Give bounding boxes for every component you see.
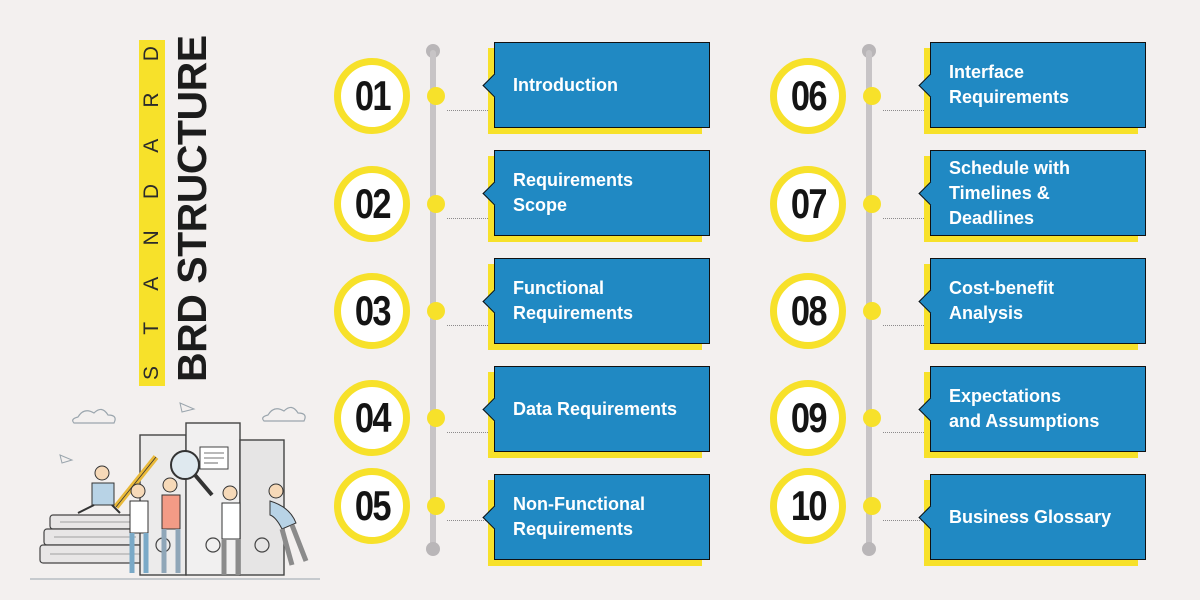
vertical-title: S T A N D A R D BRD STRUCTURE — [139, 35, 215, 386]
title-kicker-letter: A — [140, 138, 163, 153]
right-rail — [866, 50, 872, 548]
step-number: 02 — [354, 180, 391, 227]
step-card: Data Requirements — [482, 366, 710, 452]
step-number-circle: 01 — [334, 58, 410, 134]
card-pointer — [918, 397, 943, 422]
left-rail — [430, 50, 436, 548]
step-number: 08 — [790, 287, 827, 334]
step-number: 01 — [354, 72, 391, 119]
card-pointer — [482, 181, 507, 206]
step-number-circle: 08 — [770, 273, 846, 349]
connector-line — [447, 432, 494, 433]
step-card: Schedule with Timelines & Deadlines — [918, 150, 1146, 236]
step-label: Requirements Scope — [513, 170, 634, 215]
connector-line — [883, 218, 930, 219]
connector-line — [447, 520, 494, 521]
left-rail-bottom-cap — [426, 542, 440, 556]
title-kicker-letter: R — [140, 92, 163, 108]
timeline-dot — [863, 409, 881, 427]
step-number: 07 — [790, 180, 827, 227]
card-pointer — [482, 289, 507, 314]
card-pointer — [918, 73, 943, 98]
step-number-circle: 10 — [770, 468, 846, 544]
timeline-dot — [427, 302, 445, 320]
step-number-circle: 06 — [770, 58, 846, 134]
connector-line — [883, 432, 930, 433]
card-pointer — [482, 73, 507, 98]
card-pointer — [918, 289, 943, 314]
right-rail-bottom-cap — [862, 542, 876, 556]
step-label: Business Glossary — [949, 506, 1112, 527]
title-kicker-letter: D — [140, 46, 163, 62]
title-kicker-letter: A — [140, 276, 163, 291]
step-card: Requirements Scope — [482, 150, 710, 236]
step-label: Interface Requirements — [949, 62, 1070, 107]
timeline-dot — [863, 87, 881, 105]
step-number: 10 — [790, 482, 827, 529]
step-label: Functional Requirements — [513, 278, 634, 323]
step-number: 06 — [790, 72, 827, 119]
connector-line — [883, 325, 930, 326]
timeline-dot — [863, 497, 881, 515]
step-card: Expectations and Assumptions — [918, 366, 1146, 452]
timeline-dot — [427, 195, 445, 213]
step-number: 04 — [354, 394, 391, 441]
step-number: 09 — [790, 394, 827, 441]
step-label: Cost-benefit Analysis — [949, 278, 1054, 323]
title-kicker-letter: D — [140, 183, 163, 200]
team-planning-illustration — [30, 402, 320, 580]
step-card: Non-Functional Requirements — [482, 474, 710, 560]
title-accent-bar — [139, 40, 165, 386]
step-number: 03 — [354, 287, 391, 334]
step-label: Introduction — [513, 74, 618, 95]
card-pointer — [482, 505, 507, 530]
title-kicker: S T A N D A R D — [139, 40, 165, 386]
step-card: Functional Requirements — [482, 258, 710, 344]
connector-line — [447, 218, 494, 219]
step-card: Interface Requirements — [918, 42, 1146, 128]
step-number-circle: 03 — [334, 273, 410, 349]
card-pointer — [918, 505, 943, 530]
step-number-circle: 02 — [334, 166, 410, 242]
step-label: Expectations and Assumptions — [949, 386, 1100, 431]
step-label: Schedule with Timelines & Deadlines — [949, 157, 1071, 228]
timeline-dot — [427, 409, 445, 427]
title-kicker-letter: N — [140, 230, 163, 246]
step-label: Data Requirements — [513, 398, 678, 419]
card-pointer — [482, 397, 507, 422]
step-number-circle: 07 — [770, 166, 846, 242]
title-kicker-letter: S — [140, 365, 163, 380]
connector-line — [447, 325, 494, 326]
step-number: 05 — [354, 482, 391, 529]
step-card: Cost-benefit Analysis — [918, 258, 1146, 344]
step-card: Introduction — [482, 42, 710, 128]
step-card: Business Glossary — [918, 474, 1146, 560]
step-number-circle: 09 — [770, 380, 846, 456]
timeline-dot — [427, 87, 445, 105]
timeline-dot — [863, 195, 881, 213]
step-number-circle: 05 — [334, 468, 410, 544]
step-label: Non-Functional Requirements — [513, 494, 645, 539]
title-kicker-letter: T — [140, 321, 163, 335]
timeline-dot — [863, 302, 881, 320]
connector-line — [447, 110, 494, 111]
card-pointer — [918, 181, 943, 206]
step-number-circle: 04 — [334, 380, 410, 456]
connector-line — [883, 110, 930, 111]
timeline-dot — [427, 497, 445, 515]
title-main: BRD STRUCTURE — [169, 35, 215, 382]
connector-line — [883, 520, 930, 521]
